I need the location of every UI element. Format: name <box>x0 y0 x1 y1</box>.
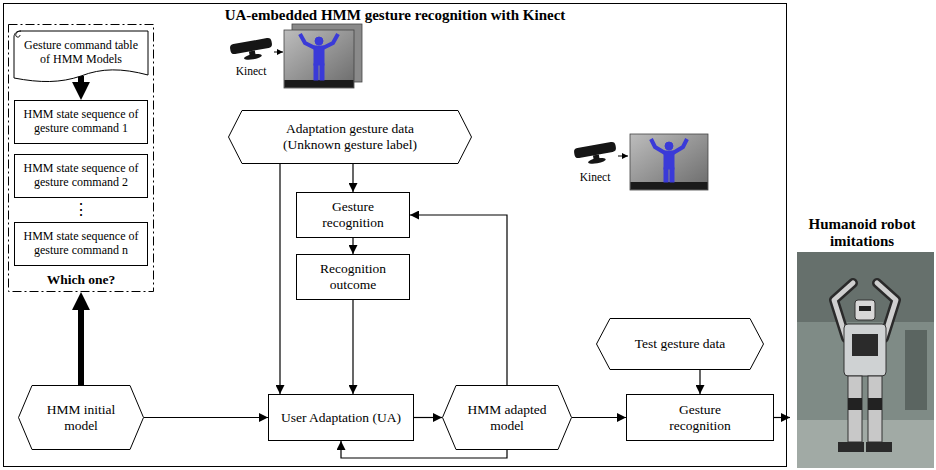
capture-arrow <box>274 52 283 53</box>
text-holder: Gesture recognition <box>297 193 409 237</box>
process-box: HMM state sequence of gesture command n <box>14 222 148 266</box>
flow-arrow <box>572 417 626 418</box>
flow-arrow <box>352 238 353 254</box>
data-hexagon: Test gesture data <box>596 318 764 370</box>
flow-arrow <box>699 370 700 394</box>
model-group: Which one? Gesture command table of HMM M… <box>8 24 154 292</box>
device-label: Kinect <box>236 66 267 78</box>
data-hexagon: Adaptation gesture data (Unknown gesture… <box>228 110 472 164</box>
document-shape: Gesture command table of HMM Models <box>13 30 149 84</box>
node-text: Which one? <box>47 272 116 288</box>
hexagon-outline <box>229 111 472 164</box>
node-text: Test gesture data <box>635 336 726 352</box>
text-holder: HMM state sequence of gesture command n <box>15 223 147 265</box>
process-box: HMM state sequence of gesture command 2 <box>14 154 148 198</box>
text-holder: Gesture command table of HMM Models <box>13 30 149 84</box>
process-box: Gesture recognition <box>626 394 774 441</box>
node-text: HMM adapted model <box>462 402 552 433</box>
robot-photo <box>797 252 934 468</box>
node-text: HMM state sequence of gesture command 2 <box>19 162 143 190</box>
text-holder: Recognition outcome <box>297 255 409 299</box>
node-text: Gesture recognition <box>313 199 393 230</box>
kinect-sensor <box>229 37 274 63</box>
text-holder: HMM state sequence of gesture command 2 <box>15 155 147 197</box>
hexagon-outline <box>597 319 764 370</box>
node-text: HMM initial model <box>45 402 117 433</box>
document-outline <box>14 31 148 82</box>
hexagon-outline <box>19 386 144 450</box>
capture-arrow <box>618 156 628 157</box>
ellipsis-mark: ⋮ <box>73 202 89 218</box>
flow-arrow <box>279 164 280 394</box>
kinect-sensor <box>573 141 618 167</box>
text-holder: HMM initial model <box>18 385 144 450</box>
flow-arrow <box>144 417 268 418</box>
device-label: Kinect <box>580 172 611 184</box>
robot-panel: Humanoid robot imitations <box>790 214 934 468</box>
flow-arrow <box>414 417 442 418</box>
outer-frame: UA-embedded HMM gesture recognition with… <box>3 3 787 467</box>
data-hexagon: HMM initial model <box>18 385 144 450</box>
data-hexagon: HMM adapted model <box>442 385 572 450</box>
text-holder: Test gesture data <box>596 318 764 370</box>
block-arrow <box>78 300 84 385</box>
node-text: UA-embedded HMM gesture recognition with… <box>225 7 566 24</box>
node-text: Humanoid robot imitations <box>797 216 927 251</box>
block-arrow <box>78 76 84 92</box>
text-holder: Gesture recognition <box>627 395 773 440</box>
flow-arrow <box>410 215 507 385</box>
node-text: HMM state sequence of gesture command n <box>19 230 143 258</box>
flow-arrow <box>352 300 353 394</box>
node-text: HMM state sequence of gesture command 1 <box>19 108 143 136</box>
node-text: Adaptation gesture data (Unknown gesture… <box>263 121 438 152</box>
process-box: Recognition outcome <box>296 254 410 300</box>
text-holder: Humanoid robot imitations <box>790 214 934 468</box>
node-text: User Adaptation (UA) <box>281 410 401 426</box>
flow-arrow <box>774 417 790 418</box>
node-text: Recognition outcome <box>308 261 398 292</box>
node-text: Gesture recognition <box>660 402 740 433</box>
process-box: Gesture recognition <box>296 192 410 238</box>
depth-image <box>630 134 708 190</box>
hexagon-outline <box>443 386 572 450</box>
group-outline <box>9 25 154 292</box>
text-holder: HMM state sequence of gesture command 1 <box>15 101 147 143</box>
depth-image <box>284 24 362 88</box>
scroll-curl <box>16 31 21 37</box>
text-holder: Adaptation gesture data (Unknown gesture… <box>228 110 472 164</box>
text-holder: HMM adapted model <box>442 385 572 450</box>
flow-arrow <box>352 164 353 192</box>
text-holder: User Adaptation (UA) <box>269 395 413 440</box>
process-box: User Adaptation (UA) <box>268 394 414 441</box>
node-text: Gesture command table of HMM Models <box>20 39 142 67</box>
process-box: HMM state sequence of gesture command 1 <box>14 100 148 144</box>
